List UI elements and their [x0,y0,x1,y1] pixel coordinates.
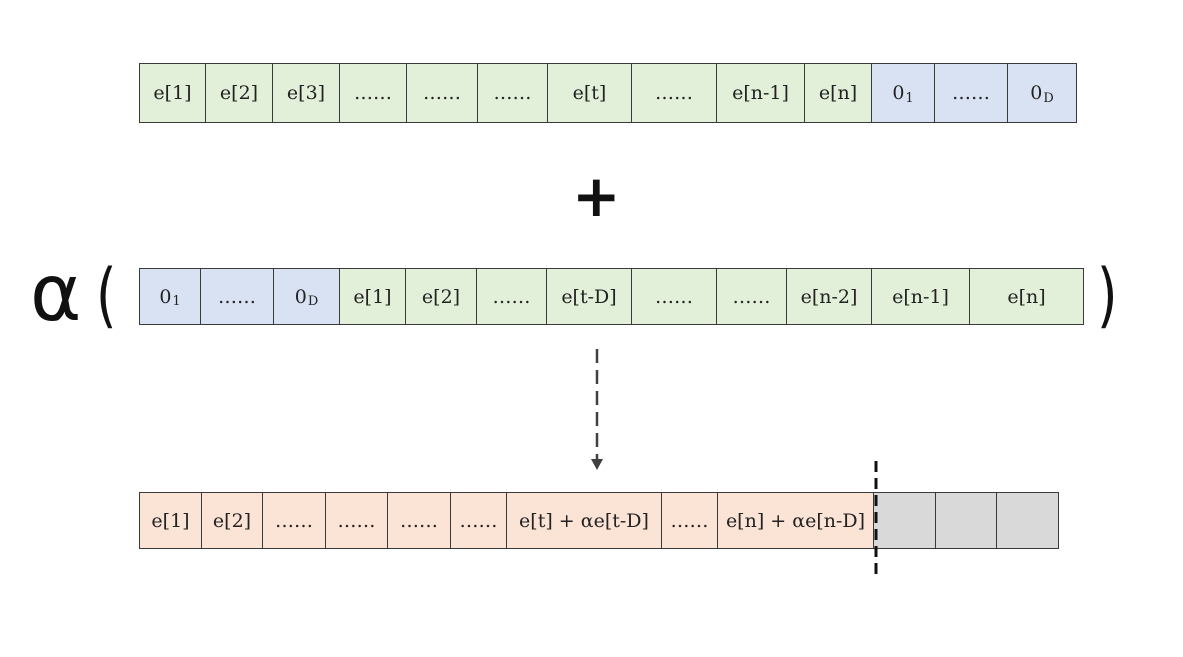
result-row-cell-label: …… [337,509,376,532]
result-row-cell-label: e[t] + αe[t-D] [519,509,649,532]
top-row-cell-label: e[1] [153,82,192,104]
result-row-cell [935,492,997,549]
result-row-cell-label: …… [275,509,313,532]
top-row-cell: e[3] [272,63,340,123]
result-row-cell-label: …… [400,509,438,532]
middle-row-cell-subscript: D [307,294,319,309]
middle-row-cell-label: …… [732,285,771,308]
result-row-cell-label: …… [670,509,709,532]
middle-row-cell: e[n-1] [871,268,970,325]
middle-row-cell: …… [476,268,547,325]
top-row-cell-label: e[n-1] [732,82,789,104]
result-row-cell-label: e[2] [212,509,252,532]
arrow-head-icon [591,459,603,470]
result-row-cell [873,492,936,549]
result-row-cell: …… [262,492,326,549]
result-row-cell: …… [661,492,718,549]
middle-row-cell-label: …… [218,285,256,308]
result-row-cell-label: …… [459,509,498,532]
middle-row-cell-label: e[n] [1007,285,1046,308]
top-row-cell-label: e[2] [219,82,259,104]
middle-row-cell-label: e[2] [421,285,461,308]
top-row-cell: …… [934,63,1008,123]
top-row-cell-label: …… [493,82,532,104]
top-row-cell-label: 0 [1030,82,1043,104]
result-row-cell [996,492,1059,549]
result-row-cell: e[t] + αe[t-D] [506,492,662,549]
middle-row-cell-label: e[1] [353,285,392,308]
top-row-cell: e[n] [804,63,872,123]
middle-row-cell-label: e[n-2] [800,285,858,308]
middle-row-cell-label: …… [492,285,531,308]
top-row-cell-label: e[n] [818,82,858,104]
middle-row-cell: e[t-D] [546,268,632,325]
middle-row-cell-subscript: 1 [172,294,181,309]
middle-row-cell: e[1] [339,268,406,325]
top-row-cell: …… [406,63,478,123]
top-row-cell-label: …… [423,82,461,104]
result-sequence-row: e[1] e[2] …… …… …… …… e[t] + αe[t-D] …… e[n] + α… [139,492,1059,549]
middle-row-cell-label: 0 [159,285,172,308]
middle-row-cell-label: e[n-1] [892,285,949,308]
result-row-cell-label: e[1] [151,509,190,532]
right-parenthesis: ) [1097,254,1118,336]
top-row-cell-subscript: 1 [905,90,914,106]
top-row-cell-label: e[3] [286,82,326,104]
middle-row-cell-label: 0 [294,285,307,308]
top-row-cell-label: 0 [892,82,905,104]
middle-row-cell-label: e[t-D] [561,285,617,308]
top-row-cell: …… [631,63,717,123]
alpha-symbol: α [30,249,82,339]
result-row-cell: e[n] + αe[n-D] [717,492,874,549]
middle-row-cell: e[n-2] [786,268,872,325]
top-row-cell-label: …… [655,82,693,104]
result-row-cell: …… [387,492,451,549]
top-row-cell-label: …… [952,82,990,104]
result-row-cell: e[1] [139,492,202,549]
middle-row-cell: e[n] [969,268,1084,325]
middle-row-cell: e[2] [405,268,477,325]
result-row-cell: e[2] [201,492,263,549]
top-row-cell-label: e[t] [572,82,607,104]
top-row-cell: e[n-1] [716,63,805,123]
top-row-cell: e[t] [547,63,632,123]
result-row-cell: …… [450,492,507,549]
top-row-cell: …… [477,63,548,123]
top-row-cell-subscript: D [1043,90,1054,106]
middle-row-cell: …… [200,268,274,325]
top-row-cell: e[1] [139,63,206,123]
top-row-cell-label: …… [354,82,392,104]
left-parenthesis: ( [96,254,117,336]
middle-row-cell-label: …… [655,285,693,308]
result-row-cell-label: e[n] + αe[n-D] [725,509,866,532]
top-row-cell: e[2] [205,63,273,123]
